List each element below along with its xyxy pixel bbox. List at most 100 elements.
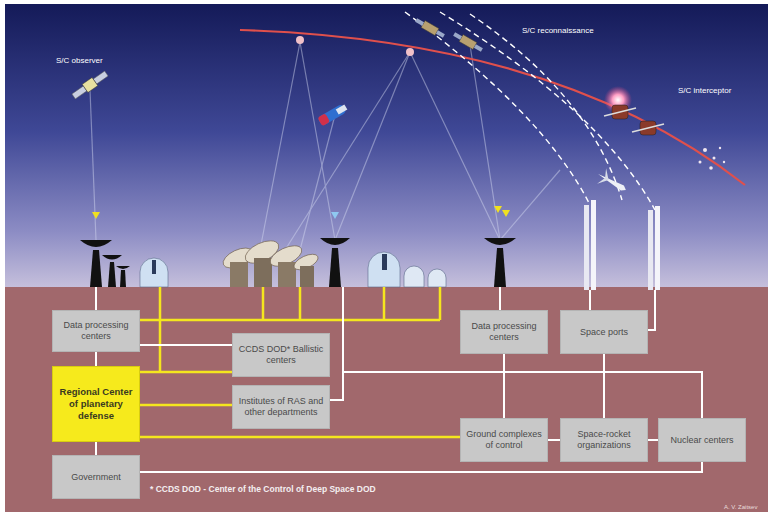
illustration-part <box>709 166 713 170</box>
signal-markers <box>92 206 510 219</box>
orbit-arc <box>240 30 745 185</box>
highlight-box: Regional Center of planetary defense <box>52 366 140 442</box>
illustration-part <box>648 210 653 290</box>
illustration-part <box>713 157 716 160</box>
spacecraft-label: S/C observer <box>56 56 103 65</box>
dish-array <box>220 236 320 287</box>
probe <box>317 103 348 127</box>
white-link <box>503 354 505 418</box>
illustration-part <box>230 262 248 287</box>
organization-box: Government <box>52 455 140 499</box>
author-watermark: A. V. Zaitsev <box>724 504 757 510</box>
illustration-part <box>262 287 265 320</box>
box-label: Ground complexes of control <box>464 429 544 451</box>
illustration-part <box>382 254 387 270</box>
box-text-group: Ground complexes of control <box>464 429 544 451</box>
yellow-link <box>140 371 232 374</box>
rockets <box>584 200 660 290</box>
illustration-part <box>108 262 116 287</box>
white-link <box>548 439 560 441</box>
orbit-markers <box>296 36 414 56</box>
box-text-group: Space-rocket organizations <box>564 429 644 451</box>
illustration-part <box>474 44 483 51</box>
reconnaissance-satellites <box>414 17 484 54</box>
box-text-group: Institutes of RAS and other departments <box>236 396 326 418</box>
illustration-part <box>92 212 100 219</box>
white-link <box>648 439 658 441</box>
box-text-group: CCDS DOD* Ballistic centers <box>236 344 326 366</box>
illustration-part <box>584 205 589 290</box>
illustration-part <box>300 42 335 240</box>
illustration-part <box>406 48 414 56</box>
illustration-part <box>254 258 272 287</box>
illustration-part <box>597 168 613 188</box>
box-label: Space ports <box>580 327 628 338</box>
left-antennas <box>80 240 130 287</box>
illustration-part <box>500 170 560 240</box>
illustration-part <box>414 17 446 40</box>
box-label: Space-rocket organizations <box>564 429 644 451</box>
illustration-part <box>404 266 424 287</box>
box-text-group: Data processing centers <box>56 320 136 342</box>
illustration-part <box>723 161 725 163</box>
illustration-part <box>415 18 424 25</box>
illustration-part <box>453 32 462 39</box>
illustration-part <box>368 252 400 287</box>
spacecraft-label: S/C reconnaissance <box>522 26 594 35</box>
organization-box: Space ports <box>560 310 648 354</box>
illustration-part <box>436 30 445 37</box>
illustration-part <box>140 319 440 322</box>
white-link <box>330 372 702 418</box>
organization-box: Nuclear centers <box>658 418 746 462</box>
illustration-part <box>383 287 386 320</box>
white-link <box>140 462 702 472</box>
illustration-part <box>499 287 501 310</box>
illustration-part <box>299 287 302 320</box>
antennas <box>320 238 516 287</box>
illustration-part <box>317 113 330 126</box>
organization-box: Institutes of RAS and other departments <box>232 385 330 429</box>
box-text-group: Data processing centers <box>464 321 544 343</box>
spacecraft-label: S/C interceptor <box>678 86 731 95</box>
organization-box: Data processing centers <box>460 310 548 354</box>
illustration-part <box>260 42 300 250</box>
box-text-group: Regional Center of planetary defense <box>56 386 136 422</box>
illustration-part <box>470 14 622 200</box>
sky <box>5 4 768 288</box>
white-link <box>95 442 97 455</box>
illustration-part <box>342 287 344 372</box>
illustration-part <box>703 148 707 152</box>
observer-satellite <box>71 69 110 100</box>
illustration-part <box>82 77 98 92</box>
white-link <box>95 352 97 366</box>
box-text-group: Government <box>71 472 121 483</box>
illustration-part <box>102 255 122 260</box>
illustration-part <box>90 90 96 240</box>
box-label: Data processing centers <box>464 321 544 343</box>
asteroid-fragments <box>699 147 726 170</box>
yellow-link <box>140 436 460 439</box>
illustration-part <box>502 210 510 217</box>
illustration-part <box>116 266 130 269</box>
illustration-part <box>300 266 314 287</box>
box-label: Data processing centers <box>56 320 136 342</box>
organization-box: Data processing centers <box>52 310 140 352</box>
illustration-part <box>452 31 484 54</box>
illustration-part <box>719 147 721 149</box>
shuttle <box>594 166 631 198</box>
box-label: Institutes of RAS and other departments <box>236 396 326 418</box>
illustration-part <box>484 238 516 245</box>
white-link <box>140 344 232 346</box>
illustration-part <box>278 262 296 287</box>
illustration-part <box>405 12 590 205</box>
illustration-part <box>655 206 660 290</box>
illustration-part <box>140 258 168 287</box>
illustration-part <box>439 287 442 320</box>
illustration-part <box>428 269 446 287</box>
illustration-part <box>336 104 348 114</box>
box-label: Nuclear centers <box>670 435 733 446</box>
box-label: Government <box>71 472 121 483</box>
illustration-part <box>589 290 591 310</box>
illustration-part <box>410 52 500 240</box>
